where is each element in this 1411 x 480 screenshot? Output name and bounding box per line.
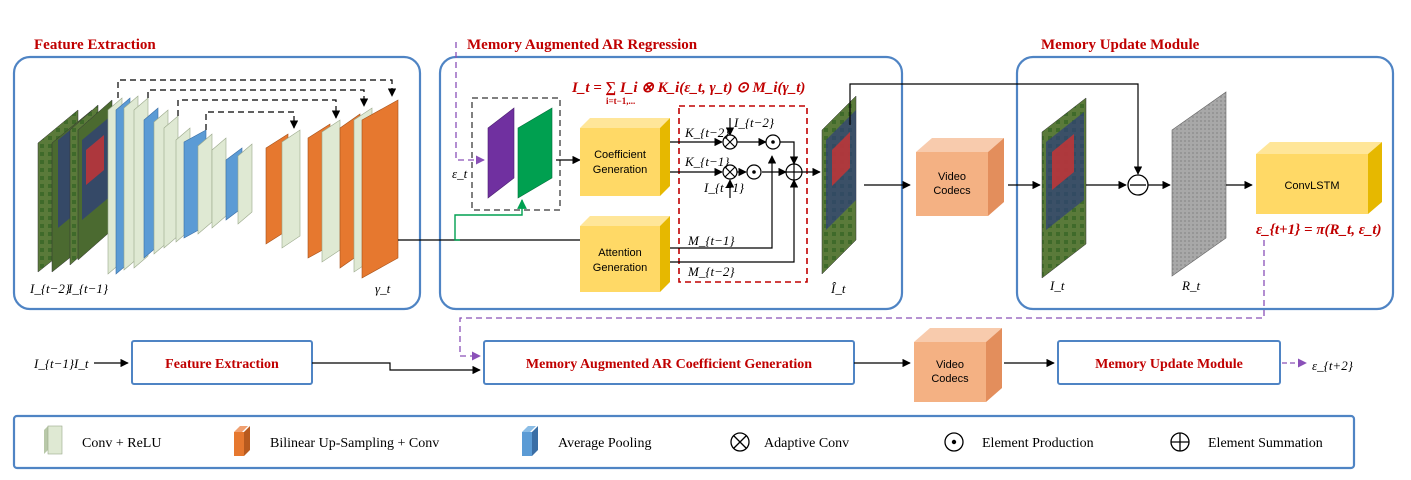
pipeline-input-1: I_{t−1} xyxy=(33,356,75,371)
coef-label-2: Generation xyxy=(593,164,647,176)
formula-epsilon-update: ε_{t+1} = π(R_t, ε_t) xyxy=(1256,222,1382,238)
svg-text:I_t = ∑ I_i ⊗ K_i(ε_t, γ_t) ⊙: I_t = ∑ I_i ⊗ K_i(ε_t, γ_t) ⊙ M_i(γ_t) xyxy=(571,80,805,96)
label-m-t-1: M_{t−1} xyxy=(687,233,735,248)
label-k-t-2: K_{t−2} xyxy=(684,125,730,140)
gamma-feature-block xyxy=(517,107,553,199)
convlstm-cube: ConvLSTM xyxy=(1256,142,1382,214)
codec-bottom-label-1: Video xyxy=(936,359,964,371)
reconstructed-frame xyxy=(1041,97,1087,279)
coef-label-1: Coefficient xyxy=(594,149,646,161)
pipeline-mac-label: Memory Augmented AR Coefficient Generati… xyxy=(526,357,812,372)
video-codecs-cube-top: Video Codecs xyxy=(916,138,1004,216)
conv-layer xyxy=(281,129,301,249)
conv-layer xyxy=(211,137,227,229)
codec-top-label-1: Video xyxy=(938,171,966,183)
element-sum-op xyxy=(785,163,803,181)
legend-element-sum-label: Element Summation xyxy=(1208,436,1323,451)
adaptive-conv-op-1 xyxy=(722,134,738,150)
ar-formula: I_t = ∑ I_i ⊗ K_i(ε_t, γ_t) ⊙ M_i(γ_t) i… xyxy=(571,80,805,106)
memory-update-panel xyxy=(1015,55,1395,311)
gamma-to-concat-arrow xyxy=(454,199,527,241)
attn-label-2: Generation xyxy=(593,262,647,274)
ar-lines xyxy=(670,118,821,263)
pipeline-input-2: I_t xyxy=(73,356,89,371)
pipeline-mu-label: Memory Update Module xyxy=(1095,357,1243,372)
epsilon-input-arrow xyxy=(455,42,485,165)
pipeline-fe-label: Feature Extraction xyxy=(165,357,279,372)
element-prod-op-1 xyxy=(765,134,781,150)
label-m-t-2: M_{t−2} xyxy=(687,264,735,279)
residual-frame xyxy=(1171,91,1227,277)
label-i-hat: Î_t xyxy=(830,281,846,296)
legend-conv-relu-label: Conv + ReLU xyxy=(82,436,161,451)
convlstm-label: ConvLSTM xyxy=(1284,180,1339,192)
legend-avgpool-label: Average Pooling xyxy=(558,436,651,451)
legend-adaptive-conv-label: Adaptive Conv xyxy=(764,436,849,451)
attn-label-1: Attention xyxy=(598,247,641,259)
ar-combination-region xyxy=(678,105,808,283)
section-title-memory-update: Memory Update Module xyxy=(1041,37,1200,53)
legend-conv-relu: Conv + ReLU xyxy=(44,425,161,455)
legend-upsample: Bilinear Up-Sampling + Conv xyxy=(234,426,439,456)
cnn-layer-stack xyxy=(107,95,399,279)
conv-layer xyxy=(197,133,213,235)
memory-ar-panel xyxy=(438,55,904,311)
label-k-t-1: K_{t−1} xyxy=(684,154,730,169)
section-title-memory-ar: Memory Augmented AR Regression xyxy=(467,37,698,53)
label-i-t-1: I_{t−1} xyxy=(67,281,109,296)
legend-element-prod-label: Element Production xyxy=(982,436,1094,451)
codec-top-label-2: Codecs xyxy=(933,185,971,197)
section-title-feature-extraction: Feature Extraction xyxy=(34,37,156,53)
label-i-t-2: I_{t−2} xyxy=(29,281,71,296)
adaptive-conv-op-2 xyxy=(722,164,738,180)
epsilon-feedback-arrow xyxy=(459,240,1265,361)
legend-avgpool: Average Pooling xyxy=(522,426,651,456)
prediction-to-subtract-arrow xyxy=(849,83,1143,175)
label-i-t-right: I_t xyxy=(1049,278,1065,293)
coefficient-generation-cube: Coefficient Generation xyxy=(580,118,670,196)
label-i-t-1-ar: I_{t−1} xyxy=(703,180,745,195)
legend-element-sum: Element Summation xyxy=(1170,432,1323,452)
skip-connections xyxy=(117,79,397,130)
attention-generation-cube: Attention Generation xyxy=(580,216,670,292)
legend-upsample-label: Bilinear Up-Sampling + Conv xyxy=(270,436,439,451)
label-epsilon-t: ε_t xyxy=(452,166,468,181)
codec-bottom-label-2: Codecs xyxy=(931,373,969,385)
upsample-layer xyxy=(361,99,399,279)
predicted-frame xyxy=(821,95,857,275)
legend-panel xyxy=(12,414,1356,470)
svg-text:i=t−1,...: i=t−1,... xyxy=(606,96,635,106)
feature-extraction-panel xyxy=(12,55,422,311)
element-prod-op-2 xyxy=(746,164,762,180)
conv-layer xyxy=(237,143,253,225)
label-gamma: γ_t xyxy=(375,281,391,296)
input-frames-left xyxy=(37,99,113,273)
video-codecs-cube-bottom: Video Codecs xyxy=(914,328,1002,402)
label-r-t: R_t xyxy=(1181,278,1200,293)
legend-element-prod: Element Production xyxy=(944,432,1094,452)
epsilon-feature-block xyxy=(487,107,515,199)
concat-box xyxy=(471,97,561,211)
pipeline-memory-update-box xyxy=(1057,340,1281,385)
pipeline-output-epsilon: ε_{t+2} xyxy=(1312,358,1354,373)
fe-to-mac-arrow xyxy=(312,362,481,375)
subtraction-op xyxy=(1127,174,1149,196)
label-i-t-2-ar: I_{t−2} xyxy=(733,115,775,130)
legend-adaptive-conv: Adaptive Conv xyxy=(730,432,849,452)
conv-layer xyxy=(321,119,341,263)
